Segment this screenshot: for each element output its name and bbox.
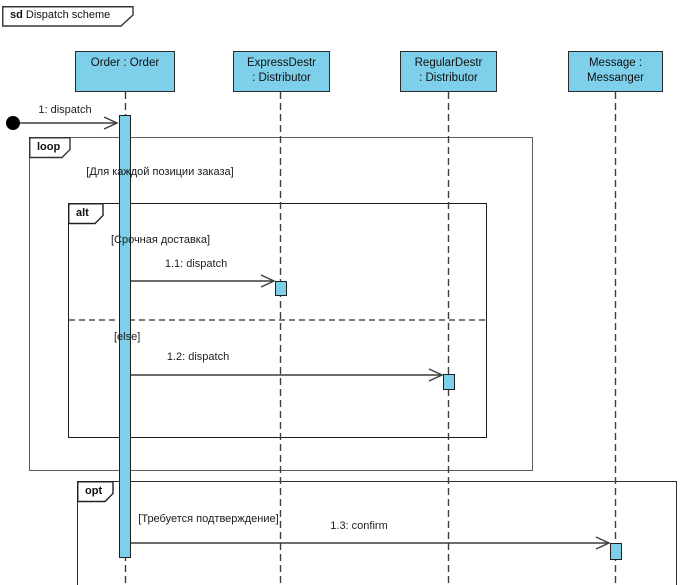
loop-operator-label: loop [37, 141, 61, 153]
alt-operator-pentagon [68, 203, 104, 225]
activation-messanger[interactable] [610, 543, 622, 560]
lifeline-head-regular[interactable]: RegularDestr : Distributor [400, 51, 497, 92]
opt-operator-pentagon [77, 481, 114, 503]
lifeline-head-express[interactable]: ExpressDestr : Distributor [233, 51, 330, 92]
lifeline-head-messanger[interactable]: Message : Messanger [568, 51, 663, 92]
alt-guard-if[interactable]: [Срочная доставка] [110, 234, 211, 246]
arrowhead-icon [103, 116, 119, 130]
lifeline-label: Message : [588, 57, 643, 69]
activation-regular[interactable] [443, 374, 455, 390]
alt-operator-label: alt [76, 207, 89, 219]
frame-title: sd Dispatch scheme [10, 9, 110, 21]
fragment-opt[interactable] [77, 481, 677, 585]
lifeline-label: Order : Order [90, 57, 160, 69]
fragment-alt[interactable] [68, 203, 487, 438]
alt-guard-else[interactable]: [else] [114, 331, 141, 343]
frame-keyword: sd [10, 9, 23, 21]
loop-operator-pentagon [29, 137, 71, 159]
message-1-1-label[interactable]: 1.1: dispatch [164, 258, 228, 270]
activation-express[interactable] [275, 281, 287, 296]
lifeline-label-line2: Messanger [587, 72, 644, 84]
frame-title-pentagon [2, 6, 134, 27]
lifeline-label-line2: : Distributor [252, 72, 311, 84]
message-1-3-label[interactable]: 1.3: confirm [330, 520, 388, 532]
loop-guard[interactable]: [Для каждой позиции заказа] [86, 166, 234, 178]
message-1-arrow[interactable] [6, 116, 119, 130]
lifeline-label: ExpressDestr [246, 57, 317, 69]
message-1-2-label[interactable]: 1.2: dispatch [166, 351, 230, 363]
message-1-label[interactable]: 1: dispatch [38, 104, 92, 116]
lifeline-label: RegularDestr [414, 57, 483, 69]
lifeline-head-order[interactable]: Order : Order [75, 51, 175, 92]
frame-name: Dispatch scheme [25, 9, 111, 21]
lifeline-label-line2: : Distributor [419, 72, 478, 84]
opt-guard[interactable]: [Требуется подтверждение] [138, 513, 279, 525]
opt-operator-label: opt [85, 485, 103, 497]
found-message-circle [6, 116, 20, 130]
